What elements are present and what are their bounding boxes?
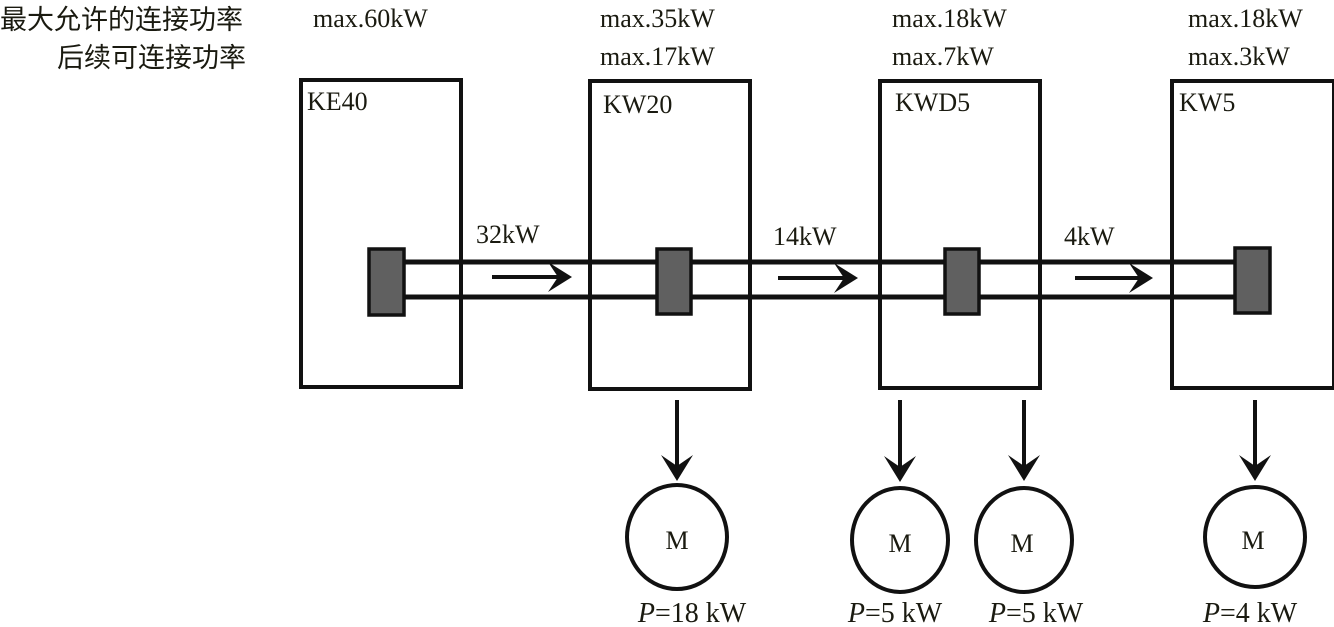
module-ke40: KE40 <box>299 78 463 389</box>
module-box <box>299 78 463 389</box>
motor-symbol: M <box>665 526 688 555</box>
module-box <box>588 79 752 391</box>
motor-symbol: M <box>1010 529 1033 558</box>
motor-kwd5-2: M P=5 kW <box>974 486 1084 627</box>
connector-kwd5 <box>943 247 981 316</box>
module-name: KWD5 <box>895 88 970 117</box>
motor-power-label: P=5 kW <box>988 598 1084 627</box>
flow-arrow-kwd5-kw5 <box>1075 263 1153 293</box>
motor-kwd5-1: M P=5 kW <box>847 486 950 627</box>
power-value: =4 kW <box>1220 598 1298 627</box>
power-variable: P <box>637 598 655 627</box>
connector-kw5 <box>1233 246 1272 315</box>
legend-max-allowed-label: 最大允许的连接功率 <box>0 5 243 36</box>
down-arrow-icon <box>661 455 693 481</box>
kw20-max-allowed: max.35kW <box>600 4 715 33</box>
power-value: =5 kW <box>1006 598 1084 627</box>
right-arrow-icon <box>548 262 572 292</box>
kwd5-remaining: max.7kW <box>892 42 994 71</box>
flow-arrow-kw20-kwd5 <box>778 263 858 293</box>
motor-icon <box>850 486 950 594</box>
power-variable: P <box>988 598 1006 627</box>
down-arrow-kwd5-motor-1 <box>884 400 916 482</box>
flow-label-kw20-kwd5: 14kW <box>773 222 837 251</box>
power-variable: P <box>847 598 865 627</box>
power-variable: P <box>1202 598 1220 627</box>
power-value: =5 kW <box>865 598 943 627</box>
module-name: KE40 <box>307 87 368 116</box>
motor-icon <box>974 486 1074 594</box>
motor-symbol: M <box>1241 526 1264 555</box>
motor-power-label: P=5 kW <box>847 598 943 627</box>
power-value: =18 kW <box>655 598 747 627</box>
right-arrow-icon <box>1129 263 1153 293</box>
ke40-max-allowed: max.60kW <box>313 4 428 33</box>
down-arrow-kw20-motor <box>661 400 693 481</box>
down-arrow-icon <box>1008 455 1040 481</box>
module-box <box>878 79 1042 390</box>
flow-label-ke40-kw20: 32kW <box>476 220 540 249</box>
right-arrow-icon <box>834 263 858 293</box>
legend-remaining-label: 后续可连接功率 <box>57 43 246 74</box>
kw20-remaining: max.17kW <box>600 42 715 71</box>
motor-icon <box>1203 485 1307 589</box>
flow-arrow-ke40-kw20 <box>492 262 572 292</box>
module-name: KW20 <box>603 90 672 119</box>
motor-icon <box>625 483 729 591</box>
motor-power-label: P=4 kW <box>1202 598 1298 627</box>
down-arrow-icon <box>1239 455 1271 481</box>
motor-kw5: M P=4 kW <box>1202 485 1307 627</box>
down-arrow-icon <box>884 456 916 482</box>
motor-symbol: M <box>888 529 911 558</box>
down-arrow-kw5-motor <box>1239 400 1271 481</box>
motor-power-label: P=18 kW <box>637 598 747 627</box>
module-name: KW5 <box>1179 88 1235 117</box>
connector-ke40 <box>367 247 406 317</box>
kw5-remaining: max.3kW <box>1188 42 1290 71</box>
kwd5-max-allowed: max.18kW <box>892 4 1007 33</box>
module-kw5: KW5 <box>1170 79 1334 390</box>
motor-kw20: M P=18 kW <box>625 483 747 627</box>
connector-kw20 <box>655 247 693 316</box>
module-kwd5: KWD5 <box>878 79 1042 390</box>
down-arrow-kwd5-motor-2 <box>1008 400 1040 481</box>
flow-label-kwd5-kw5: 4kW <box>1064 222 1115 251</box>
module-kw20: KW20 <box>588 79 752 391</box>
module-box <box>1170 79 1334 390</box>
kw5-max-allowed: max.18kW <box>1188 4 1303 33</box>
